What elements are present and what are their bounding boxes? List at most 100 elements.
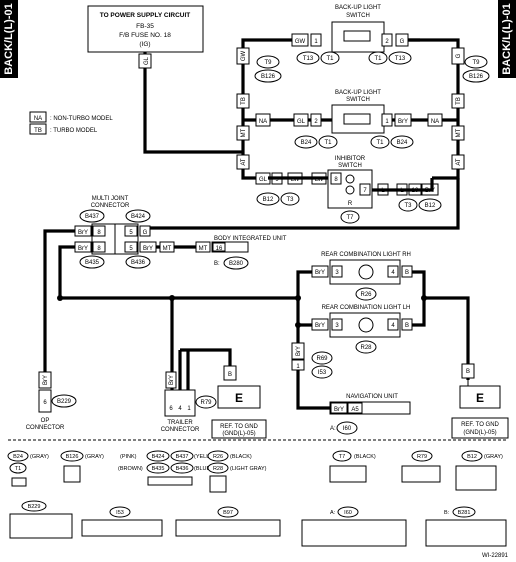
key-b24-text: B24 xyxy=(13,454,23,460)
tag-at-right-text: AT xyxy=(456,158,462,166)
key-t7-color: (BLACK) xyxy=(354,454,376,460)
mj-tag-bry-b-text: BrY xyxy=(78,246,88,252)
key-b12-text: B12 xyxy=(467,454,477,460)
ground-left xyxy=(217,385,261,409)
wire-rear-gnd xyxy=(424,296,470,380)
junction-4 xyxy=(169,295,175,301)
conn-r69 xyxy=(311,351,333,365)
inhibitor-pin-7 xyxy=(359,183,371,196)
inhibitor-contact-1 xyxy=(345,174,355,184)
section-tab-left: BACK/L(L)-01 xyxy=(0,0,18,78)
conn-t3-inh-left-text: T3 xyxy=(286,197,294,203)
inhibitor-pin-7-text: 7 xyxy=(363,188,367,194)
conn-b24-mid-right xyxy=(390,135,414,149)
key-b437-text: B437 xyxy=(176,454,189,460)
conn-r28-text: R28 xyxy=(360,345,372,351)
legend-tb-text: : TURBO MODEL xyxy=(50,128,98,134)
backup-switch-mid xyxy=(331,104,385,134)
key-b12-grid xyxy=(455,465,497,491)
navigation-label: NAVIGATION UNIT xyxy=(346,394,398,400)
conn-t1-top-left-text: T1 xyxy=(326,56,334,62)
conn-b435-text: B435 xyxy=(85,260,100,266)
tag-gl-mid-text: GL xyxy=(297,119,306,125)
backup-switch-mid-label-1: BACK-UP LIGHT xyxy=(335,90,381,96)
conn-t7-inh xyxy=(340,210,360,224)
conn-b126-left xyxy=(254,69,282,83)
tag-gw-left xyxy=(236,47,250,65)
ground-left-e: E xyxy=(235,391,243,405)
mj-pin-8a-text: 8 xyxy=(97,230,101,236)
junction-1 xyxy=(295,295,301,301)
wire-inh-right xyxy=(372,178,434,192)
key-b97-text: B97 xyxy=(223,510,233,516)
key-t7-grid xyxy=(329,465,367,483)
mj-pin-5a xyxy=(124,225,138,237)
mj-tag-bry-c-text: BrY xyxy=(143,246,153,252)
conn-b24-mid-left xyxy=(294,135,318,149)
key-b435-text: B435 xyxy=(152,466,165,472)
lh-tag-bry-text: BrY xyxy=(315,323,325,329)
key-t7 xyxy=(332,450,352,462)
key-r26 xyxy=(207,450,229,462)
body-b280-prefix: B: xyxy=(214,261,220,267)
key-b126-grid xyxy=(63,465,81,483)
body-pin-16 xyxy=(212,242,226,252)
conn-i60-text: I60 xyxy=(343,426,352,432)
conn-t1-mid-left xyxy=(318,135,338,149)
legend-tb-code-text: TB xyxy=(34,128,42,134)
nav-pin-a5 xyxy=(347,402,363,414)
gnd-ref-left-l2: (GND(L)-05) xyxy=(222,431,255,437)
key-t1-grid xyxy=(11,477,27,487)
rh-pin-4 xyxy=(387,265,399,278)
nav-pin-a5-text: A5 xyxy=(351,407,359,413)
conn-r79-text: R79 xyxy=(200,400,212,406)
inhibitor-pin-8 xyxy=(330,172,342,185)
power-supply-box xyxy=(87,5,204,53)
pin-1-r69 xyxy=(291,359,305,371)
junction-5 xyxy=(57,295,63,301)
junction-3 xyxy=(295,322,301,328)
tag-tb-right-text: TB xyxy=(456,97,462,105)
key-i53 xyxy=(109,506,131,518)
conn-t13-top-text: T13 xyxy=(303,56,314,62)
tag-gw-top-text: GW xyxy=(295,39,306,45)
key-multi-grid xyxy=(147,476,193,486)
gnd-ref-right-l1: REF. TO GND xyxy=(461,422,499,428)
tag-mt-left-text: MT xyxy=(241,128,247,137)
key-i60-text: I60 xyxy=(344,510,352,516)
tag-mt-body-text: MT xyxy=(163,246,172,252)
tag-na-mid-right xyxy=(427,113,443,127)
conn-t13-top xyxy=(296,51,320,65)
op-connector xyxy=(38,389,52,413)
key-r79-grid xyxy=(401,465,441,483)
tag-mt-right xyxy=(451,125,465,141)
pin-2-top xyxy=(381,33,393,47)
key-t7-text: T7 xyxy=(339,454,345,460)
tag-gw-left-text: GW xyxy=(241,51,247,62)
tag-lw-inh-text: LW xyxy=(291,177,300,183)
rear-rh-bulb xyxy=(358,264,374,280)
body-tag-mt-text: MT xyxy=(199,246,208,252)
key-i53-text: I53 xyxy=(116,510,124,516)
conn-b24-mid-right-text: B24 xyxy=(397,140,408,146)
multi-joint-label-2: CONNECTOR xyxy=(91,203,130,209)
key-b281-grid xyxy=(425,519,507,547)
conn-b229 xyxy=(51,394,77,408)
tag-bry-mid-text: BrY xyxy=(398,119,408,125)
inhibitor-contact-2 xyxy=(345,185,355,195)
conn-i60 xyxy=(336,421,358,435)
op-label-1: OP xyxy=(41,418,50,424)
op-tag-bry-text: BrY xyxy=(43,375,49,385)
body-unit-label: BODY INTEGRATED UNIT xyxy=(214,236,287,242)
nav-i60-prefix: A: xyxy=(330,426,336,432)
ground-right-e: E xyxy=(476,391,484,405)
gnd-ref-left xyxy=(211,419,267,439)
conn-i53 xyxy=(311,365,333,379)
tag-g-right xyxy=(451,47,465,65)
conn-b424-text: B424 xyxy=(131,214,146,220)
key-b435 xyxy=(146,462,170,474)
mj-tag-g-text: G xyxy=(143,230,148,236)
trailer-pin-1: 1 xyxy=(187,406,191,412)
lh-pin-3-text: 3 xyxy=(335,323,339,329)
